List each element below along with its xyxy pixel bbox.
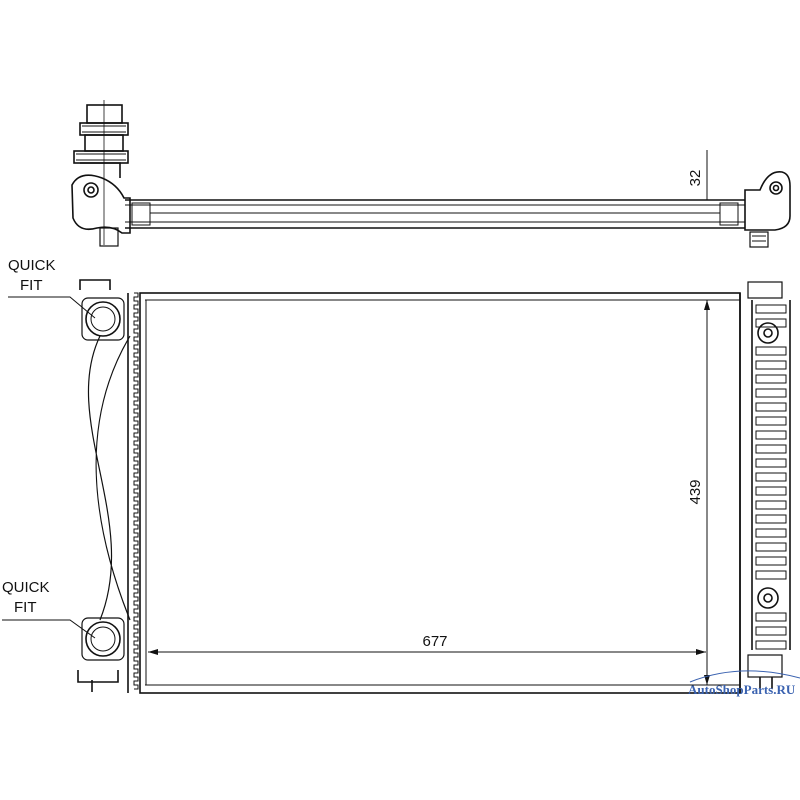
- left-tank: [127, 292, 139, 693]
- tank-fin: [755, 570, 787, 580]
- tank-fin: [755, 402, 787, 412]
- upper-quick-fit: [81, 297, 125, 341]
- tank-fin: [755, 528, 787, 538]
- tank-fin: [755, 486, 787, 496]
- front-view: 677 439: [77, 279, 791, 694]
- callout-label-line2: FIT: [20, 277, 43, 294]
- tank-fin: [755, 374, 787, 384]
- tank-fin: [755, 458, 787, 468]
- depth-dimension-label: 32: [687, 170, 704, 187]
- tank-fin: [755, 360, 787, 370]
- upper-quick-fit-callout: QUICK FIT: [8, 257, 96, 319]
- tank-fin: [755, 416, 787, 426]
- tank-fin: [755, 388, 787, 398]
- right-tank: [739, 281, 791, 693]
- watermark: AutoShopParts.RU: [688, 670, 800, 697]
- callout-label-line2: FIT: [14, 599, 37, 616]
- top-view-tube: [125, 199, 745, 229]
- height-dimension-label: 439: [687, 479, 704, 504]
- top-view: 32: [71, 100, 791, 248]
- tank-fin: [755, 556, 787, 566]
- watermark-text: AutoShopParts.RU: [688, 682, 796, 697]
- tank-fin: [755, 612, 787, 622]
- width-dimension: 677: [148, 633, 706, 655]
- height-dimension: 439: [687, 300, 710, 685]
- tank-fin: [755, 640, 787, 650]
- tank-fin: [755, 542, 787, 552]
- tank-fin: [755, 500, 787, 510]
- lower-quick-fit: [81, 617, 125, 661]
- left-inlet-assembly: [71, 100, 131, 247]
- right-outlet-assembly: [744, 171, 791, 248]
- lower-quick-fit-callout: QUICK FIT: [2, 579, 96, 639]
- depth-dimension: 32: [687, 150, 720, 201]
- tank-fin: [755, 430, 787, 440]
- callout-label-line1: QUICK: [8, 257, 56, 274]
- tank-fin: [755, 444, 787, 454]
- tank-fin: [755, 318, 787, 328]
- width-dimension-label: 677: [422, 633, 447, 650]
- left-tank-bracket: [77, 279, 131, 692]
- tank-fin: [755, 514, 787, 524]
- tank-fin: [755, 346, 787, 356]
- tank-fin: [755, 626, 787, 636]
- tank-fin: [755, 472, 787, 482]
- tank-fin: [755, 304, 787, 314]
- callout-label-line1: QUICK: [2, 579, 50, 596]
